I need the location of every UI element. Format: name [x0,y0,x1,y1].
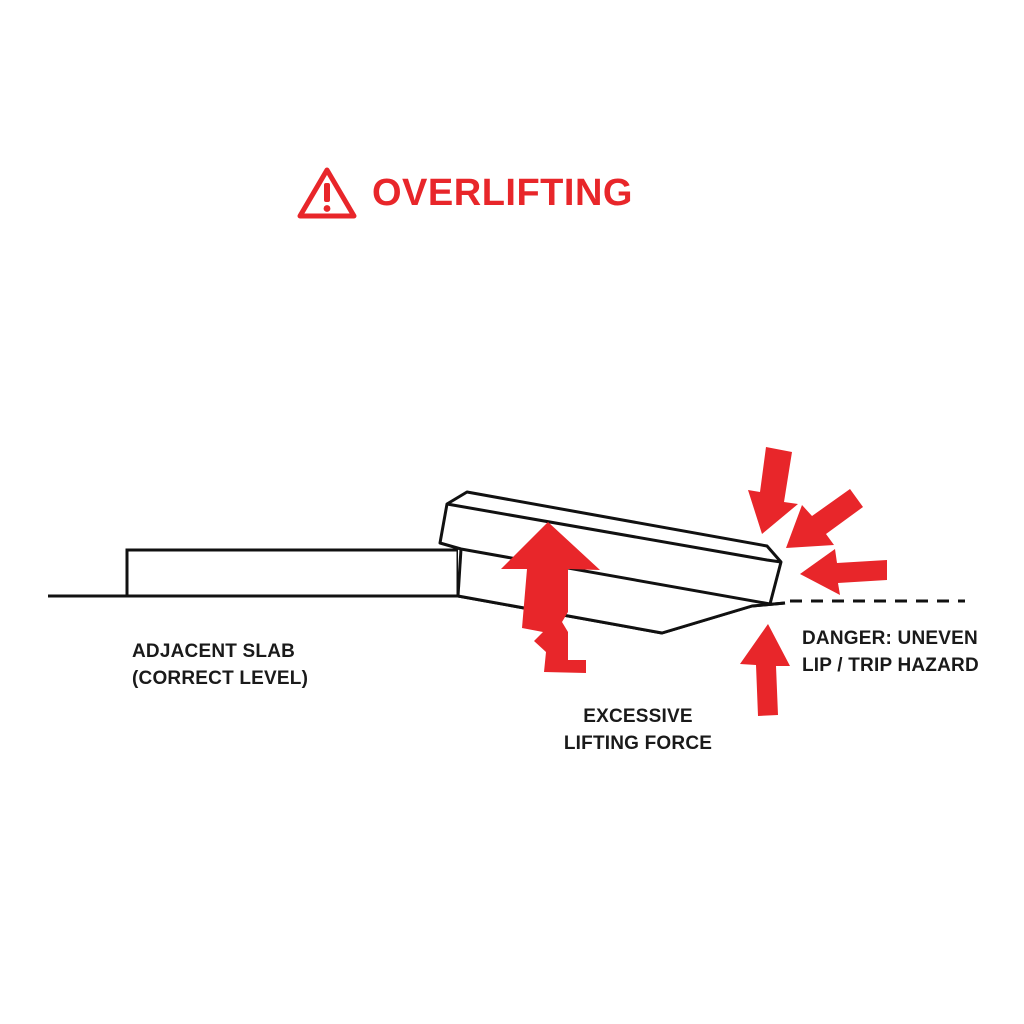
inward-arrow-icon [800,549,887,595]
adjacent-slab [125,548,460,598]
title-text: OVERLIFTING [372,172,633,214]
lifting-force-label: EXCESSIVE LIFTING FORCE [556,703,720,757]
adjacent-slab-label-line1: ADJACENT SLAB [132,641,296,662]
lifting-force-label-line1: EXCESSIVE [583,706,693,727]
danger-label-line2: LIP / TRIP HAZARD [802,655,979,676]
inward-arrow-icon [786,489,863,548]
adjacent-slab-label-line2: (CORRECT LEVEL) [132,668,309,689]
lifting-force-label-line2: LIFTING FORCE [563,733,713,754]
adjacent-slab-label: ADJACENT SLAB (CORRECT LEVEL) [132,638,308,692]
danger-label-line1: DANGER: UNEVEN [802,628,978,649]
up-arrow-icon [501,522,600,673]
warning-triangle-icon [297,167,357,219]
lifted-slab-top-edge [446,502,782,564]
inward-arrow-icon [740,624,790,716]
diagram-title: OVERLIFTING [296,166,633,220]
lifted-slab [438,490,783,606]
danger-label: DANGER: UNEVEN LIP / TRIP HAZARD [802,625,979,679]
inward-arrow-icon [748,447,798,534]
